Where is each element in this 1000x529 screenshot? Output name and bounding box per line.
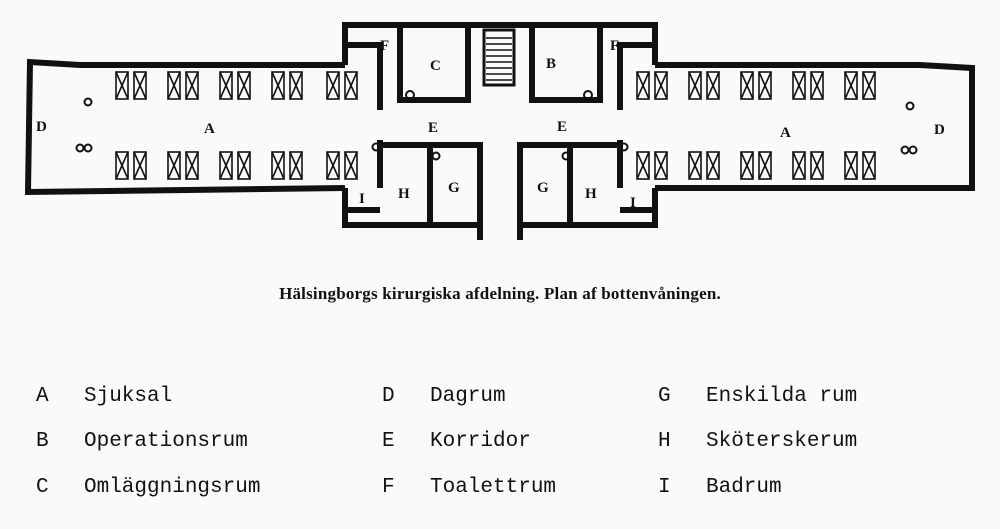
label-i-left: I [359, 191, 365, 207]
bed-icon [706, 151, 720, 180]
room-labels: A A B C D D E E F F G G H H I I [36, 38, 945, 211]
label-g-right: G [537, 180, 549, 196]
bed-icon [219, 71, 233, 100]
label-e-right: E [557, 119, 567, 135]
bed-icon [185, 151, 199, 180]
bed-icon [636, 151, 650, 180]
bed-icon [167, 151, 181, 180]
bed-icon [271, 151, 285, 180]
label-a-left: A [204, 121, 215, 137]
bed-icon [636, 71, 650, 100]
legend-desc: Dagrum [430, 385, 506, 408]
legend-desc: Toalettrum [430, 476, 557, 499]
bed-icon [237, 71, 251, 100]
bed-icon [289, 151, 303, 180]
staircase [482, 28, 516, 87]
label-f-right: F [610, 38, 619, 54]
label-f-left: F [380, 38, 389, 54]
bed-icon [844, 151, 858, 180]
bed-icon [792, 71, 806, 100]
legend-key: G [658, 385, 671, 408]
legend-desc: Badrum [706, 476, 782, 499]
legend: A Sjuksal B Operationsrum C Omläggningsr… [0, 385, 1000, 515]
legend-desc: Sköterskerum [706, 430, 858, 453]
label-e-left: E [428, 120, 438, 136]
bed-icon [740, 71, 754, 100]
bed-icon [326, 71, 340, 100]
legend-key: E [382, 430, 395, 453]
legend-key: C [36, 476, 49, 499]
bed-icon [740, 151, 754, 180]
bed-icon [654, 151, 668, 180]
bed-icon [688, 71, 702, 100]
right-wing-wall [655, 62, 975, 191]
bed-icon [844, 71, 858, 100]
label-a-right: A [780, 125, 791, 141]
bed-icon [758, 151, 772, 180]
label-g-left: G [448, 180, 460, 196]
label-d-right: D [934, 122, 945, 138]
legend-key: F [382, 476, 395, 499]
bed-icon [758, 71, 772, 100]
legend-key: H [658, 430, 671, 453]
bed-icon [706, 71, 720, 100]
floor-plan: A A B C D D E E F F G G H H I I [24, 22, 975, 240]
legend-key: D [382, 385, 395, 408]
bed-icon [167, 71, 181, 100]
legend-desc: Omläggningsrum [84, 476, 261, 499]
bed-icon [688, 151, 702, 180]
bed-icon [133, 151, 147, 180]
bed-icon [185, 71, 199, 100]
label-i-right: I [630, 195, 636, 211]
label-h-left: H [398, 186, 410, 202]
label-h-right: H [585, 186, 597, 202]
legend-desc: Operationsrum [84, 430, 248, 453]
bed-icon [271, 71, 285, 100]
bed-icon [289, 71, 303, 100]
bed-icon [133, 71, 147, 100]
bed-icon [654, 71, 668, 100]
plan-caption: Hälsingborgs kirurgiska afdelning. Plan … [279, 284, 721, 303]
legend-desc: Korridor [430, 430, 531, 453]
bed-icon [115, 151, 129, 180]
label-c: C [430, 58, 441, 74]
beds [115, 71, 876, 180]
left-wing-wall [24, 58, 346, 196]
bed-icon [792, 151, 806, 180]
fixtures [75, 90, 918, 161]
label-b: B [546, 56, 556, 72]
legend-key: A [36, 385, 49, 408]
bed-icon [219, 151, 233, 180]
bed-icon [810, 151, 824, 180]
plan-walls [24, 22, 975, 240]
bed-icon [237, 151, 251, 180]
bed-icon [344, 71, 358, 100]
label-d-left: D [36, 119, 47, 135]
bed-icon [862, 151, 876, 180]
legend-desc: Sjuksal [84, 385, 173, 408]
bed-icon [115, 71, 129, 100]
legend-key: B [36, 430, 49, 453]
center-lower-wall-left [342, 188, 483, 240]
bed-icon [810, 71, 824, 100]
legend-key: I [658, 476, 671, 499]
bed-icon [862, 71, 876, 100]
legend-desc: Enskilda rum [706, 385, 858, 408]
bed-icon [344, 151, 358, 180]
bed-icon [326, 151, 340, 180]
